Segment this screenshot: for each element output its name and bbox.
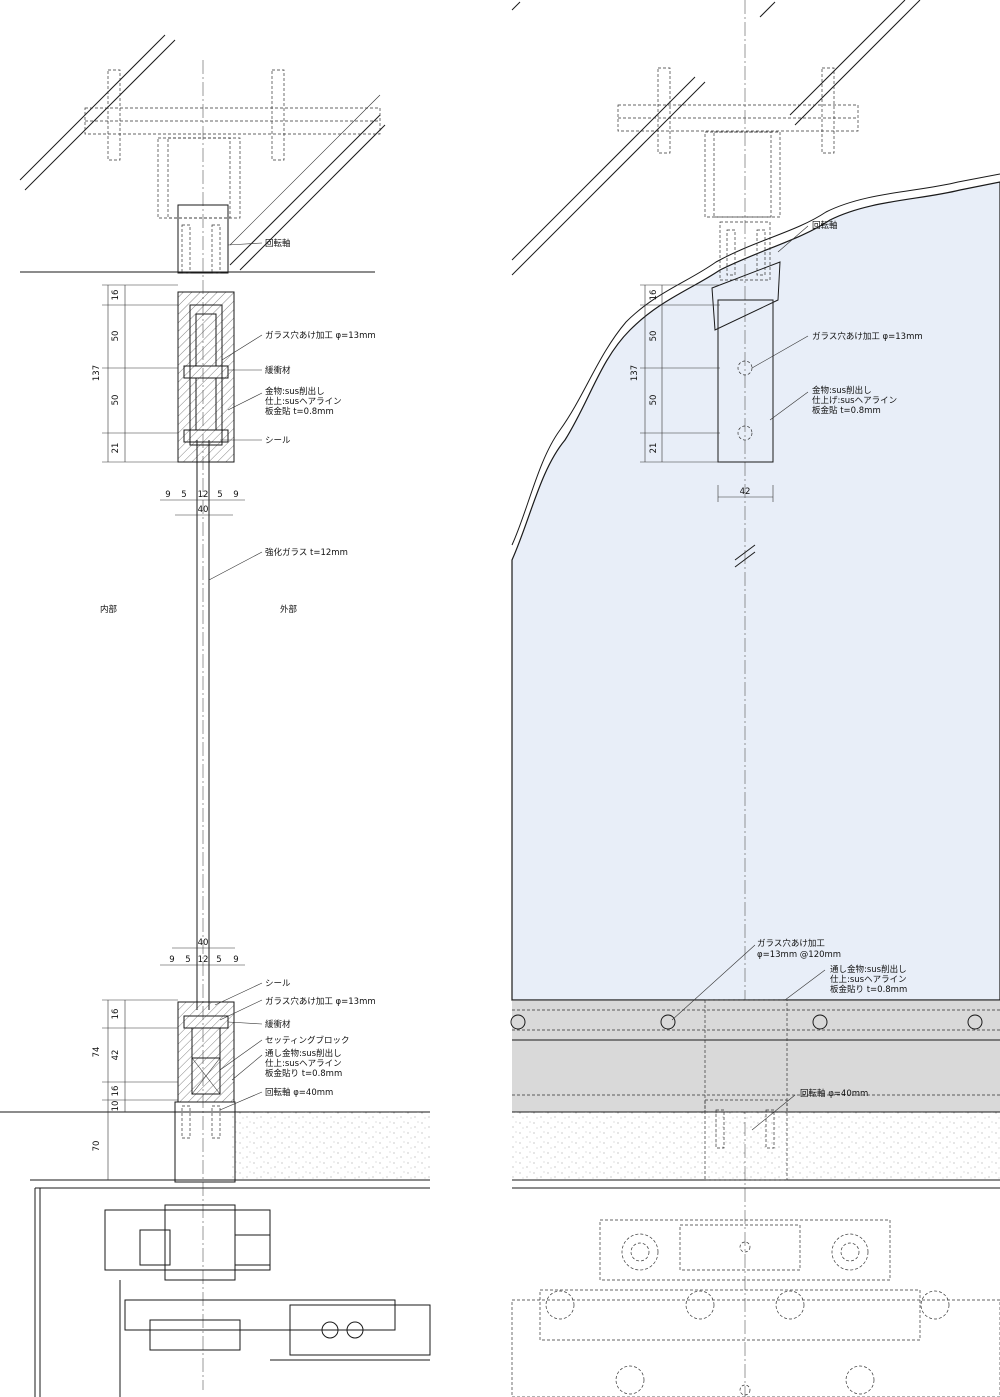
annotation-bottom-hardware-1: 通し金物:sus削出し [265, 1048, 342, 1059]
r-dim-width: 42 [740, 487, 751, 497]
dim-bottom-seg-4: 10 [111, 1101, 121, 1112]
annotation-bottom-hardware-2: 仕上:susヘアライン [265, 1058, 342, 1069]
r-annotation-top-hardware-3: 板金貼 t=0.8mm [812, 405, 881, 416]
annotation-bottom-hole: ガラス穴あけ加工 φ=13mm [265, 996, 376, 1007]
dim-bottom-w-4: 5 [216, 955, 221, 965]
annotation-top-pivot: 回転軸 [265, 238, 291, 249]
dim-top-width-total: 40 [198, 505, 209, 515]
r-dim-top-seg-3: 50 [649, 395, 659, 406]
r-dim-top-seg-2: 50 [649, 331, 659, 342]
right-top-dimensions [640, 284, 774, 502]
annotation-glass: 強化ガラス t=12mm [265, 547, 348, 558]
dim-bottom-w-5: 9 [233, 955, 238, 965]
top-anchor-bolts [84, 69, 381, 219]
dim-bottom-width-total: 40 [198, 938, 209, 948]
r-annotation-top-hole: ガラス穴あけ加工 φ=13mm [812, 331, 923, 342]
annotation-bottom-pivot: 回転軸 φ=40mm [265, 1087, 333, 1098]
annotation-top-hole: ガラス穴あけ加工 φ=13mm [265, 330, 376, 341]
dim-bottom-w-3: 12 [198, 955, 209, 965]
glass-pane-left [196, 440, 210, 1010]
dim-top-w-1: 9 [165, 490, 170, 500]
r-annotation-bottom-hole-2: φ=13mm @120mm [757, 950, 841, 960]
annotation-top-seal: シール [265, 436, 291, 446]
left-annotation-texts: 回転軸 ガラス穴あけ加工 φ=13mm 緩衝材 金物:sus削出し 仕上:sus… [100, 238, 376, 1098]
dim-bottom-seg-1: 16 [111, 1009, 121, 1020]
left-bottom-dimensions [102, 947, 245, 1180]
bottom-hardware-section [177, 1001, 235, 1103]
dim-bottom-w-1: 9 [169, 955, 174, 965]
r-annotation-bottom-hardware-2: 仕上:susヘアライン [830, 974, 907, 985]
dim-top-w-2: 5 [181, 490, 186, 500]
floor-hinge-mechanism [104, 1204, 431, 1397]
annotation-bottom-buffer: 緩衝材 [265, 1019, 291, 1030]
r-annotation-top-hardware-1: 金物:sus削出し [812, 385, 872, 396]
annotation-top-hardware-3: 板金貼 t=0.8mm [265, 406, 334, 417]
annotation-setting-block: セッティングブロック [265, 1035, 350, 1046]
r-annotation-bottom-pivot: 回転軸 φ=40mm [800, 1088, 868, 1099]
dim-top-seg-4: 21 [111, 443, 121, 454]
right-elevation-drawing [510, 0, 1000, 1397]
dim-bottom-seg-2: 42 [111, 1050, 121, 1061]
dim-top-seg-1: 16 [111, 290, 121, 301]
dim-bottom-total: 74 [92, 1047, 102, 1058]
left-leaders [208, 242, 263, 1111]
left-top-dimensions [102, 284, 245, 516]
dim-bottom-w-2: 5 [185, 955, 190, 965]
zone-outside: 外部 [280, 604, 298, 615]
zone-inside: 内部 [100, 604, 118, 615]
r-annotation-top-hardware-2: 仕上げ:susヘアライン [812, 395, 897, 406]
dim-floor: 70 [92, 1141, 102, 1152]
glass-pane-right [511, 181, 1000, 1001]
annotation-top-buffer: 緩衝材 [265, 365, 291, 376]
annotation-top-hardware-1: 金物:sus削出し [265, 386, 325, 397]
r-annotation-bottom-hardware-1: 通し金物:sus削出し [830, 964, 907, 975]
r-annotation-top-pivot: 回転軸 [812, 220, 838, 231]
dim-top-total: 137 [92, 365, 102, 381]
r-dim-top-seg-4: 21 [649, 443, 659, 454]
r-dim-top-seg-1: 16 [649, 290, 659, 301]
dim-top-w-3: 12 [198, 490, 209, 500]
dim-top-w-5: 9 [233, 490, 238, 500]
r-annotation-bottom-hole-1: ガラス穴あけ加工 [757, 938, 825, 949]
floor-hinge-hidden [511, 1219, 1000, 1397]
left-dimension-texts: 137 16 50 50 21 9 5 12 5 9 40 40 9 5 12 … [92, 290, 239, 1152]
dim-top-w-4: 5 [217, 490, 222, 500]
annotation-bottom-hardware-3: 板金貼り t=0.8mm [265, 1068, 342, 1079]
bottom-rail [510, 999, 1000, 1113]
right-dimension-texts: 137 16 50 50 21 42 [630, 290, 750, 497]
r-annotation-bottom-hardware-3: 板金貼り t=0.8mm [830, 984, 907, 995]
right-annotation-texts: 回転軸 ガラス穴あけ加工 φ=13mm 金物:sus削出し 仕上げ:susヘアラ… [757, 220, 923, 1099]
annotation-top-hardware-2: 仕上:susヘアライン [265, 396, 342, 407]
right-leaders [671, 225, 826, 1131]
dim-bottom-seg-3: 16 [111, 1086, 121, 1097]
dim-top-seg-3: 50 [111, 395, 121, 406]
dim-top-seg-2: 50 [111, 331, 121, 342]
left-section-drawing [0, 34, 431, 1397]
annotation-bottom-seal: シール [265, 979, 291, 989]
r-dim-top-total: 137 [630, 365, 640, 381]
top-hardware-section [177, 291, 235, 463]
